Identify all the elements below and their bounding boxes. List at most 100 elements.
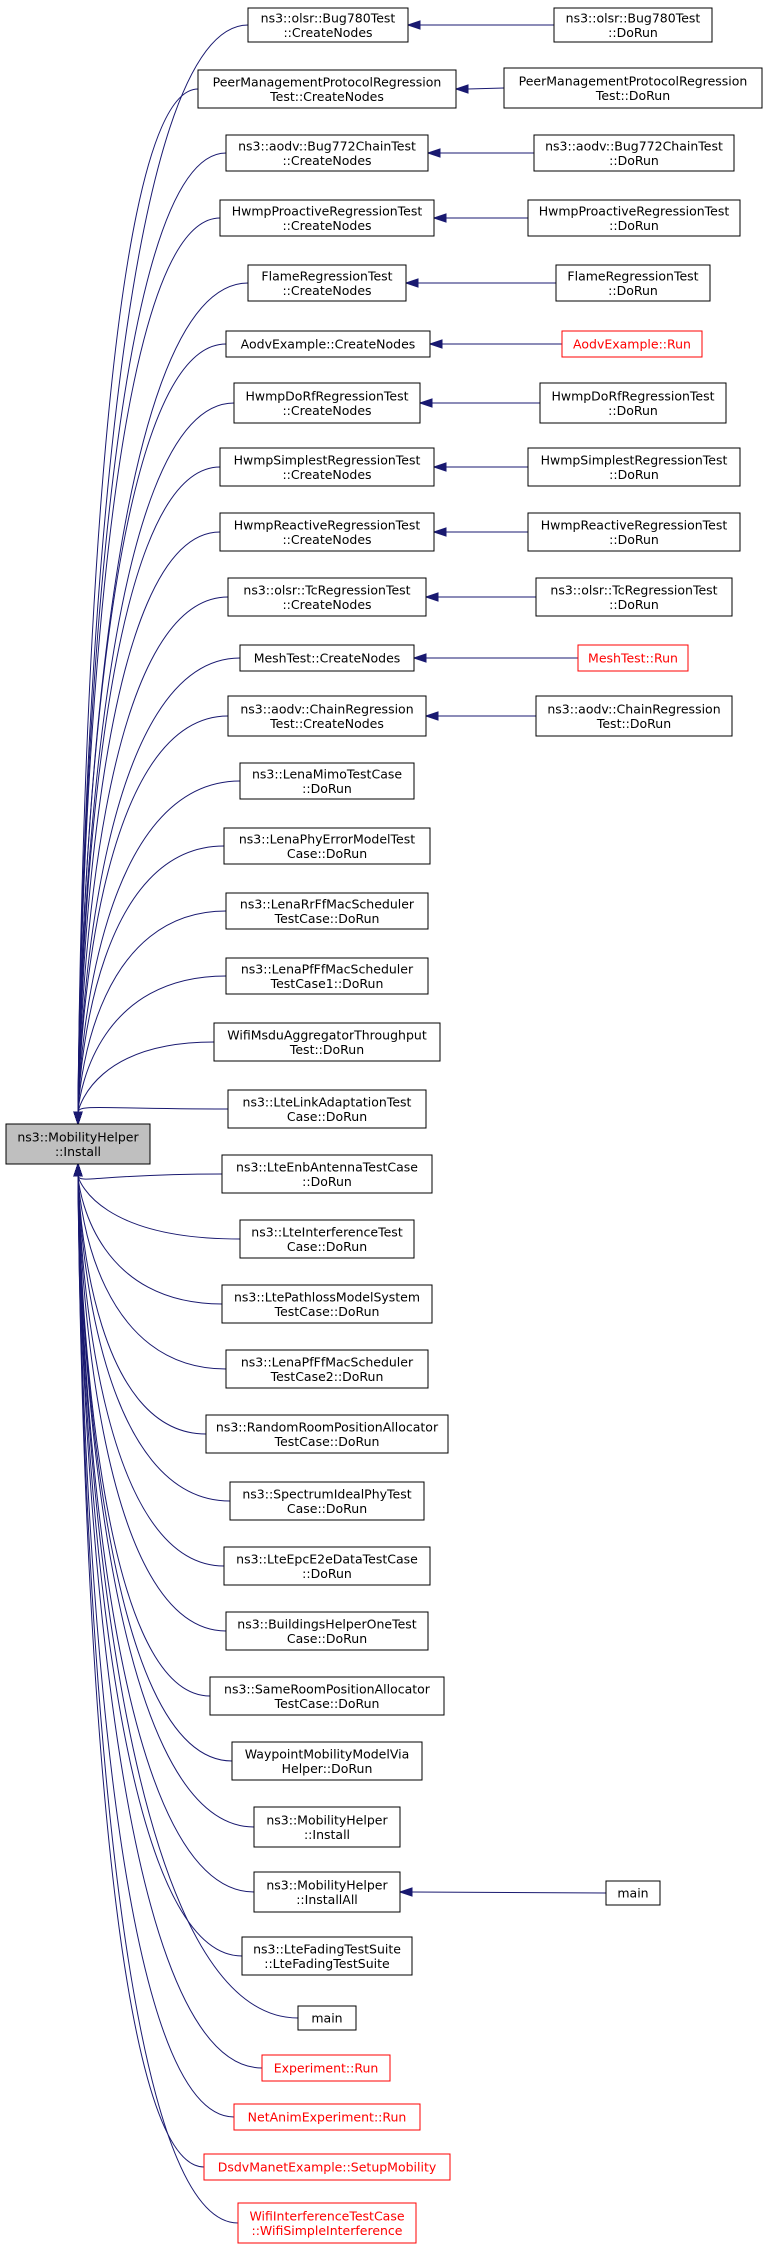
node-label-line: AodvExample::Run — [573, 337, 691, 352]
edge-line — [77, 845, 225, 1113]
node-label-line: ::Install — [304, 1827, 350, 1842]
node-box — [227, 695, 427, 737]
function-node[interactable]: ns3::MobilityHelper::Install — [253, 1806, 401, 1848]
node-label-line: ns3::LenaRrFfMacScheduler — [240, 896, 415, 911]
node-label-line: ns3::MobilityHelper — [266, 1812, 388, 1827]
node-label-line: ns3::aodv::ChainRegression — [240, 701, 413, 716]
call-edge — [398, 1887, 607, 1897]
function-node[interactable]: ns3::aodv::ChainRegressionTest::CreateNo… — [227, 695, 427, 737]
function-node[interactable]: ns3::LteFadingTestSuite::LteFadingTestSu… — [241, 1936, 413, 1976]
node-label-line: WifiMsduAggregatorThroughput — [227, 1027, 427, 1042]
node-label-line: ns3::LenaPfFfMacScheduler — [241, 1354, 414, 1369]
function-node[interactable]: ns3::aodv::Bug772ChainTest::DoRun — [533, 134, 735, 172]
node-label-line: ::DoRun — [609, 532, 659, 547]
node-label-line: ::DoRun — [609, 467, 659, 482]
function-node[interactable]: ns3::LteEpcE2eDataTestCase::DoRun — [223, 1546, 431, 1586]
function-node[interactable]: HwmpProactiveRegressionTest::DoRun — [527, 199, 741, 237]
function-node[interactable]: ns3::LenaPfFfMacSchedulerTestCase1::DoRu… — [225, 957, 429, 995]
function-node[interactable]: ns3::SameRoomPositionAllocatorTestCase::… — [209, 1676, 445, 1716]
function-node[interactable]: ns3::olsr::TcRegressionTest::CreateNodes — [227, 577, 427, 617]
node-label-line: ns3::LteInterferenceTest — [251, 1224, 403, 1239]
function-node[interactable]: ns3::MobilityHelper::InstallAll — [253, 1871, 401, 1913]
node-label-line: ns3::olsr::Bug780Test — [261, 10, 396, 25]
root-function-node[interactable]: ns3::MobilityHelper::Install — [5, 1123, 151, 1165]
function-node[interactable]: NetAnimExperiment::Run — [233, 2103, 421, 2131]
function-node[interactable]: PeerManagementProtocolRegressionTest::Do… — [503, 67, 763, 109]
function-node[interactable]: HwmpDoRfRegressionTest::DoRun — [539, 382, 727, 424]
function-node[interactable]: PeerManagementProtocolRegressionTest::Cr… — [197, 69, 457, 109]
call-edge — [412, 653, 578, 663]
function-node[interactable]: MeshTest::Run — [577, 644, 689, 672]
node-box — [247, 7, 409, 43]
edge-arrowhead — [404, 278, 419, 288]
node-label-line: ns3::RandomRoomPositionAllocator — [216, 1419, 439, 1434]
edge-line — [77, 217, 221, 1113]
function-node[interactable]: AodvExample::Run — [561, 330, 703, 358]
call-edge — [432, 462, 528, 472]
function-node[interactable]: AodvExample::CreateNodes — [225, 330, 431, 358]
call-edge — [73, 1162, 223, 1180]
function-node[interactable]: ns3::olsr::TcRegressionTest::DoRun — [535, 577, 733, 617]
function-node[interactable]: HwmpReactiveRegressionTest::DoRun — [527, 512, 741, 552]
node-label-line: ::DoRun — [609, 597, 659, 612]
function-node[interactable]: FlameRegressionTest::CreateNodes — [247, 264, 407, 302]
function-node[interactable]: ns3::olsr::Bug780Test::DoRun — [553, 7, 713, 43]
node-box — [237, 2202, 417, 2244]
function-node[interactable]: HwmpProactiveRegressionTest::CreateNodes — [219, 199, 435, 237]
node-box — [225, 957, 429, 995]
node-label-line: AodvExample::CreateNodes — [241, 337, 416, 352]
node-box — [527, 199, 741, 237]
node-box — [253, 1871, 401, 1913]
function-node[interactable]: ns3::RandomRoomPositionAllocatorTestCase… — [205, 1414, 449, 1454]
node-label-line: ns3::LteEnbAntennaTestCase — [236, 1159, 418, 1174]
function-node[interactable]: FlameRegressionTest::DoRun — [555, 264, 711, 302]
node-box — [197, 69, 457, 109]
function-node[interactable]: HwmpSimplestRegressionTest::DoRun — [527, 447, 741, 487]
function-node[interactable]: DsdvManetExample::SetupMobility — [203, 2153, 451, 2181]
function-node[interactable]: Experiment::Run — [261, 2054, 391, 2082]
edge-arrowhead — [406, 20, 421, 30]
node-box — [527, 447, 741, 487]
edges-layer — [73, 20, 607, 2224]
function-node[interactable]: ns3::LteEnbAntennaTestCase::DoRun — [221, 1154, 433, 1194]
node-label-line: TestCase::DoRun — [274, 1434, 380, 1449]
function-node[interactable]: HwmpReactiveRegressionTest::CreateNodes — [219, 512, 435, 552]
function-node[interactable]: ns3::LenaPfFfMacSchedulerTestCase2::DoRu… — [225, 1349, 429, 1389]
function-node[interactable]: HwmpSimplestRegressionTest::CreateNodes — [219, 447, 435, 487]
function-node[interactable]: ns3::LtePathlossModelSystemTestCase::DoR… — [221, 1284, 433, 1324]
function-node[interactable]: ns3::olsr::Bug780Test::CreateNodes — [247, 7, 409, 43]
node-label-line: HwmpDoRfRegressionTest — [245, 388, 408, 403]
edge-line — [77, 1175, 225, 1567]
node-label-line: NetAnimExperiment::Run — [248, 2110, 407, 2125]
node-label-line: Case::DoRun — [287, 1631, 367, 1646]
function-node[interactable]: main — [297, 2005, 357, 2031]
node-box — [261, 2054, 391, 2082]
call-edge — [73, 780, 241, 1126]
function-node[interactable]: MeshTest::CreateNodes — [239, 644, 415, 672]
edge-line — [77, 1175, 211, 1697]
node-box — [227, 1089, 427, 1129]
edge-line — [77, 715, 229, 1113]
function-node[interactable]: HwmpDoRfRegressionTest::CreateNodes — [233, 382, 421, 424]
edge-line — [411, 1891, 607, 1894]
node-box — [535, 695, 733, 737]
function-node[interactable]: main — [605, 1880, 661, 1906]
function-node[interactable]: ns3::LenaMimoTestCase::DoRun — [239, 762, 415, 800]
function-node[interactable]: ns3::aodv::Bug772ChainTest::CreateNodes — [225, 134, 429, 172]
node-label-line: ns3::olsr::Bug780Test — [566, 10, 701, 25]
node-label-line: ::CreateNodes — [282, 467, 371, 482]
node-box — [229, 1481, 425, 1521]
node-label-line: TestCase::DoRun — [274, 1304, 380, 1319]
edge-arrowhead — [432, 527, 447, 537]
node-label-line: HwmpDoRfRegressionTest — [551, 388, 714, 403]
function-node[interactable]: WifiInterferenceTestCase::WifiSimpleInte… — [237, 2202, 417, 2244]
